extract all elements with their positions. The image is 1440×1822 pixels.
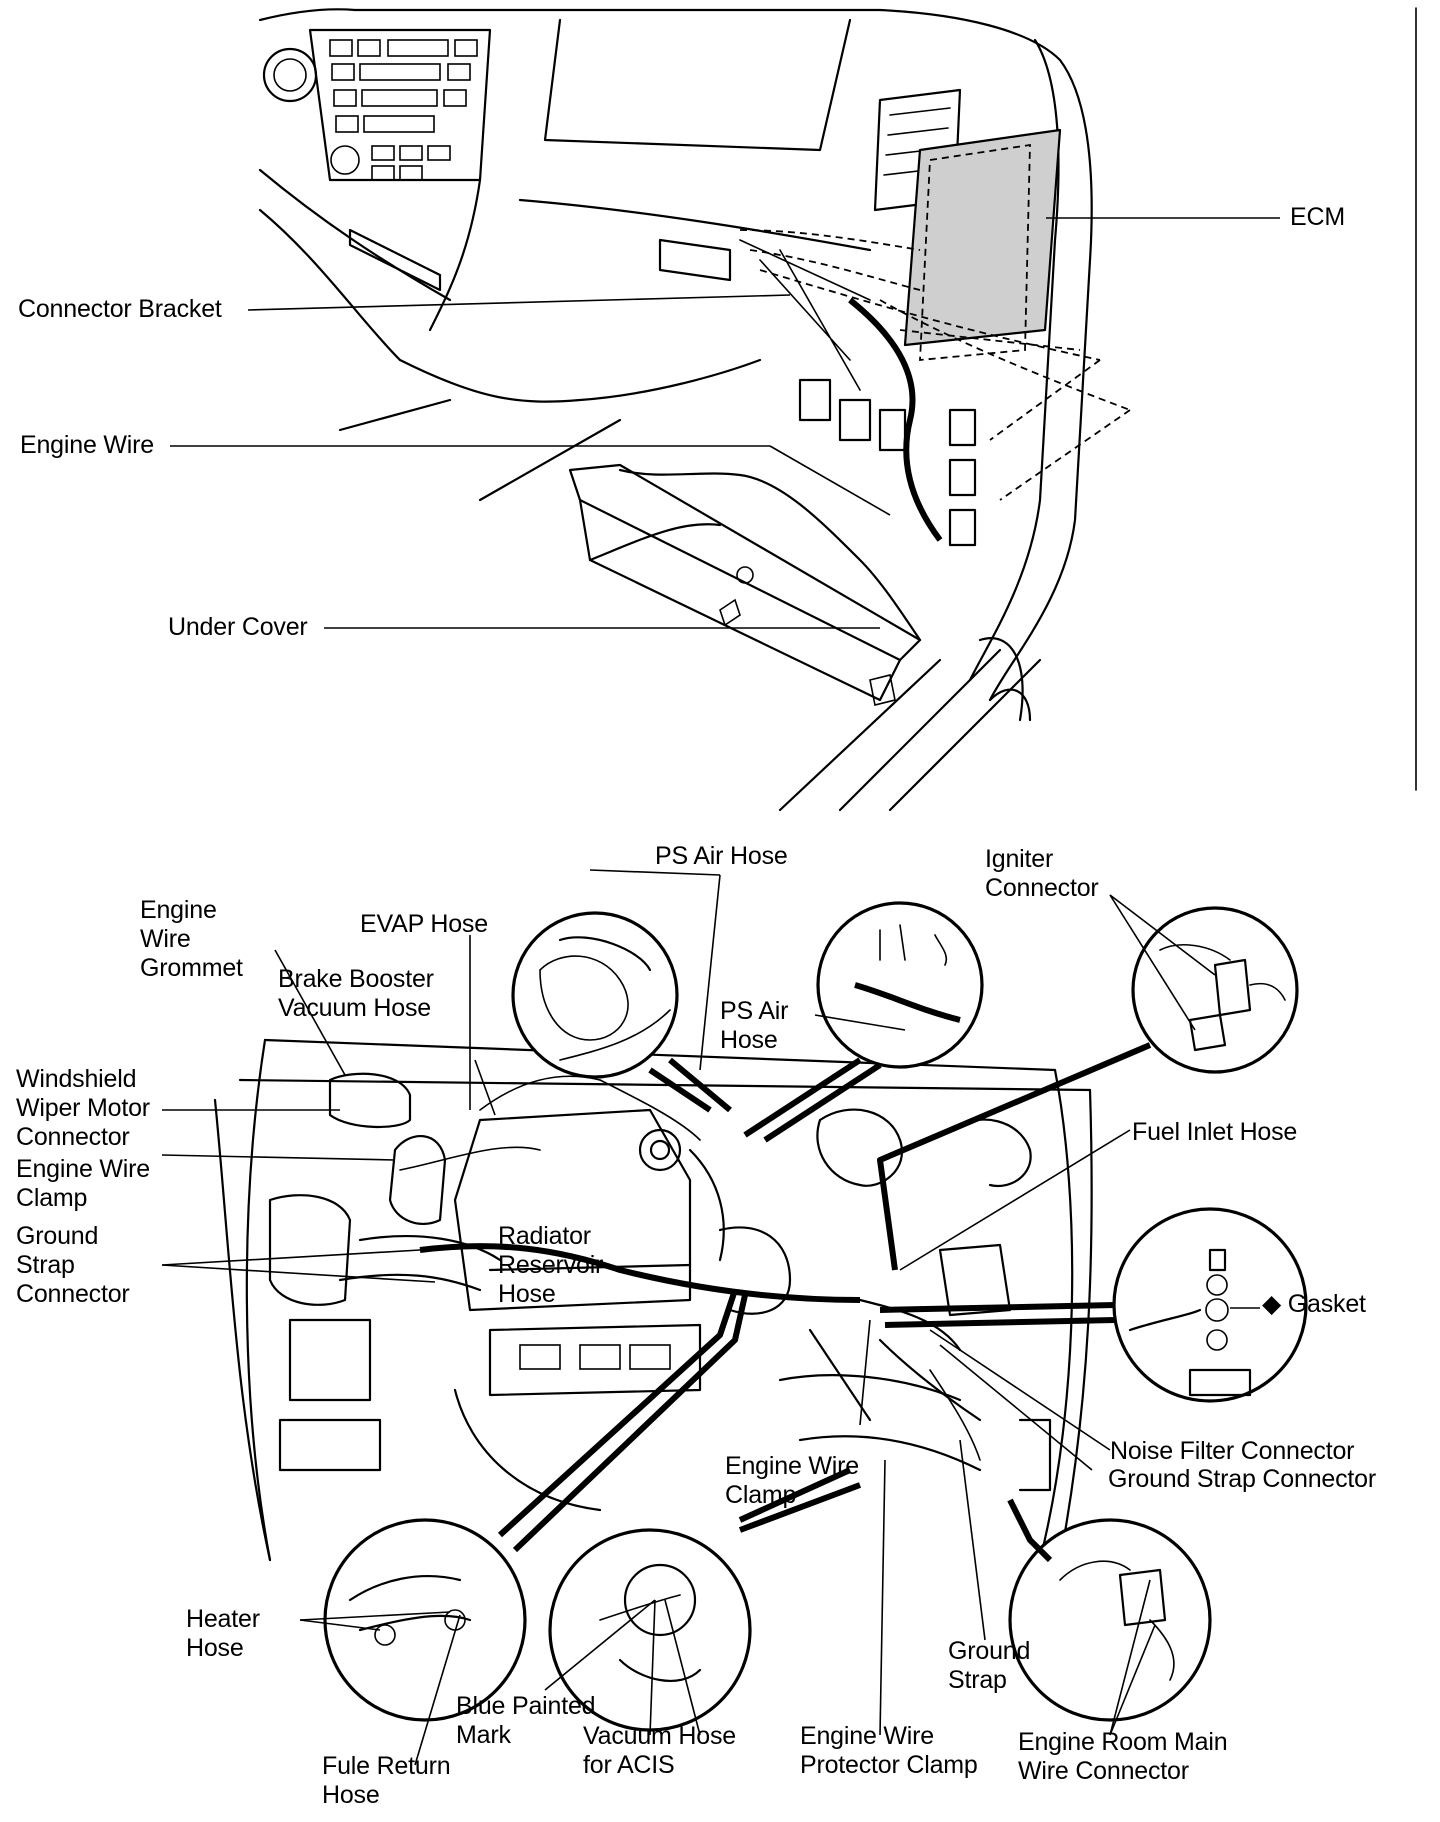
label-igniter-connector: Igniter Connector — [985, 845, 1099, 902]
label-fuel-inlet-hose: Fuel Inlet Hose — [1132, 1118, 1298, 1146]
label-brake-booster-vacuum-hose: Brake Booster Vacuum Hose — [278, 965, 434, 1022]
label-radiator-reservoir-hose: Radiator Reservoir Hose — [498, 1222, 604, 1308]
label-ecm: ECM — [1290, 203, 1345, 231]
label-noise-filter-connector: Noise Filter Connector — [1110, 1437, 1355, 1465]
label-ps-air-hose-inset: PS Air Hose — [720, 997, 789, 1054]
label-ground-strap: Ground Strap — [948, 1637, 1031, 1694]
label-engine-wire-grommet: Engine Wire Grommet — [140, 896, 243, 982]
label-ps-air-hose-top: PS Air Hose — [655, 842, 788, 870]
inset-circles — [323, 901, 1308, 1732]
label-engine-wire-clamp-center: Engine Wire Clamp — [725, 1452, 859, 1509]
inset-pointers — [497, 1042, 1152, 1563]
label-engine-wire-protector-clamp: Engine Wire Protector Clamp — [800, 1722, 978, 1779]
label-heater-hose: Heater Hose — [186, 1605, 260, 1662]
label-windshield-wiper-motor-connector: Windshield Wiper Motor Connector — [16, 1065, 150, 1151]
label-vacuum-hose-for-acis: Vacuum Hose for ACIS — [583, 1722, 736, 1779]
label-gasket: ◆ Gasket — [1262, 1290, 1366, 1318]
label-ground-strap-connector-left: Ground Strap Connector — [16, 1222, 130, 1308]
label-fule-return-hose: Fule Return Hose — [322, 1752, 451, 1809]
dashboard-illustration — [258, 7, 1417, 812]
label-under-cover: Under Cover — [168, 613, 308, 641]
label-evap-hose: EVAP Hose — [360, 910, 488, 938]
engine-compartment-illustration — [213, 901, 1308, 1732]
bottom-leader-lines — [161, 869, 1260, 1766]
label-connector-bracket: Connector Bracket — [18, 295, 222, 323]
label-engine-wire-clamp-left: Engine Wire Clamp — [16, 1155, 150, 1212]
label-engine-wire: Engine Wire — [20, 431, 154, 459]
label-engine-room-main-wire-connector: Engine Room Main Wire Connector — [1018, 1728, 1228, 1785]
label-blue-painted-mark: Blue Painted Mark — [456, 1692, 596, 1749]
top-leader-lines — [170, 217, 1280, 629]
label-ground-strap-connector-right: Ground Strap Connector — [1108, 1465, 1376, 1493]
